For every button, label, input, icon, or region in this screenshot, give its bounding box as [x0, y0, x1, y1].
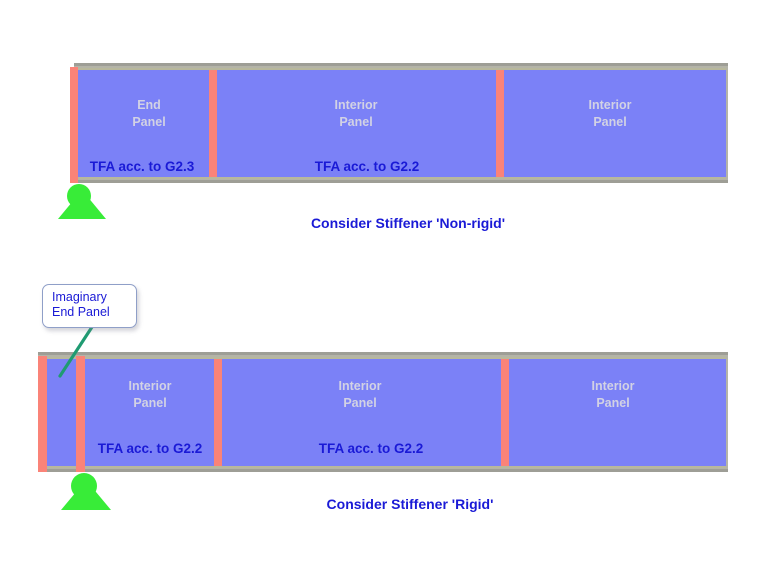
stiffener-3	[496, 70, 504, 177]
top-flange	[76, 68, 726, 70]
top-flange-outer	[38, 352, 728, 355]
pinned-support-rigid	[61, 473, 113, 510]
panel-label-interior-1: Interior Panel	[334, 98, 378, 129]
support-triangle-icon	[61, 480, 111, 510]
web-plate	[76, 70, 726, 177]
girder-non-rigid: End Panel Interior Panel Interior Panel …	[0, 0, 760, 240]
top-flange-outer	[74, 63, 728, 66]
tfa-label-interior-panel-2: TFA acc. to G2.2	[318, 441, 424, 456]
panel-label-interior-3: Interior Panel	[591, 379, 635, 410]
panel-label-interior-1: Interior Panel	[128, 379, 172, 410]
imaginary-end-panel	[47, 359, 76, 466]
bottom-flange-outer	[74, 180, 728, 183]
bottom-flange	[76, 177, 726, 179]
callout-label: Imaginary End Panel	[52, 290, 110, 319]
web-plate	[40, 359, 726, 466]
bottom-flange	[40, 466, 726, 468]
stiffener-2	[209, 70, 217, 177]
stiffener-1	[38, 356, 47, 472]
panel-label-end: End Panel	[132, 98, 166, 129]
tfa-label-interior-panel-1: TFA acc. to G2.2	[97, 441, 203, 456]
tfa-label-interior-panel-1: TFA acc. to G2.2	[314, 159, 420, 174]
stiffener-2	[76, 356, 85, 472]
top-flange	[40, 357, 726, 359]
support-triangle-icon	[58, 190, 106, 219]
stiffener-4	[501, 359, 509, 466]
pinned-support-non-rigid	[58, 184, 108, 220]
caption-non-rigid: Consider Stiffener 'Non-rigid'	[310, 215, 506, 231]
callout-imaginary-end-panel[interactable]: Imaginary End Panel	[42, 284, 137, 328]
caption-rigid: Consider Stiffener 'Rigid'	[326, 496, 494, 512]
stiffener-1	[70, 67, 78, 183]
bottom-flange-outer	[38, 469, 728, 472]
panel-label-interior-2: Interior Panel	[338, 379, 382, 410]
panel-label-interior-2: Interior Panel	[588, 98, 632, 129]
stiffener-3	[214, 359, 222, 466]
tfa-label-end-panel: TFA acc. to G2.3	[89, 159, 195, 174]
